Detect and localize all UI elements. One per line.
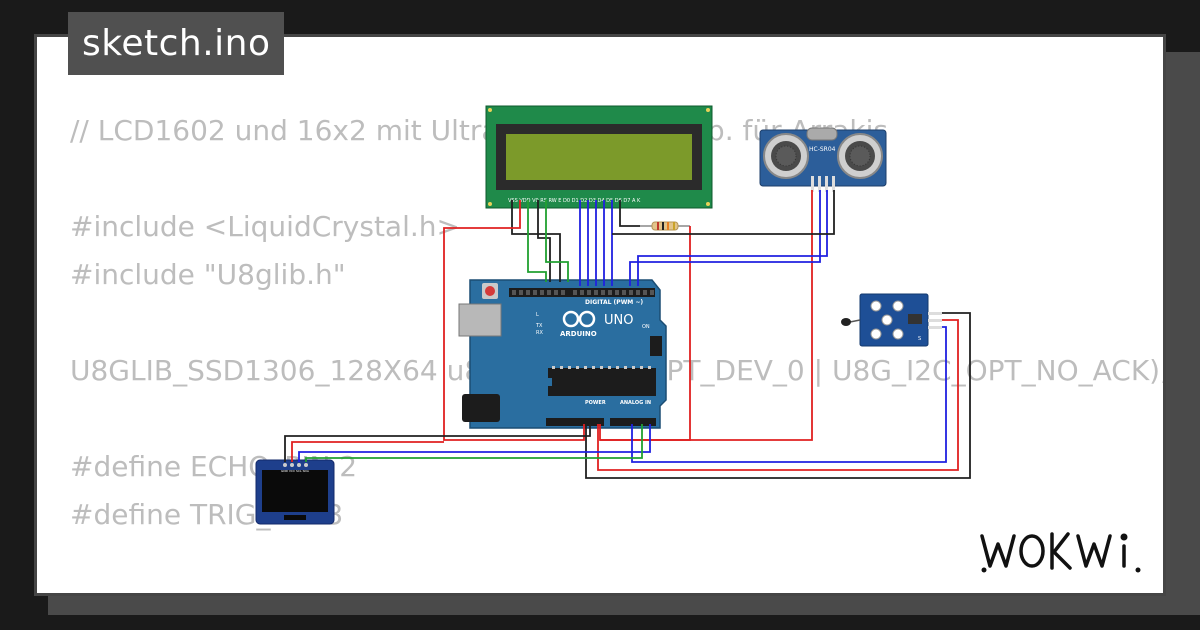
oled-display[interactable]: GND VCC SCL SDA (255, 459, 335, 525)
ntc-pin-label: S (918, 336, 921, 342)
ultrasonic-model-label: HC-SR04 (809, 146, 836, 153)
rx-led-label: RX (536, 330, 543, 336)
file-title-badge: sketch.ino (68, 12, 285, 75)
lcd-display[interactable]: VSS VDD V0 RS RW E D0 D1 D2 D3 D4 D5 D6 … (485, 105, 713, 209)
ultrasonic-sensor[interactable]: HC-SR04 (759, 127, 887, 192)
lcd-pin-labels: VSS VDD V0 RS RW E D0 D1 D2 D3 D4 D5 D6 … (508, 198, 641, 204)
digital-label: DIGITAL (PWM ~) (585, 299, 643, 306)
ntc-temperature-sensor[interactable]: S (841, 293, 942, 347)
analog-label: ANALOG IN (620, 400, 651, 406)
power-label: POWER (585, 400, 606, 406)
wires (284, 190, 971, 479)
wokwi-logo (980, 532, 1141, 573)
code-line: #include "U8glib.h" (70, 258, 346, 291)
resistor[interactable] (640, 221, 690, 231)
tx-led-label: TX (535, 323, 543, 329)
on-led-label: ON (642, 324, 650, 330)
arduino-uno-board[interactable]: DIGITAL (PWM ~) UNO ARDUINO L TX RX ON P… (458, 279, 667, 429)
arduino-brand-label: ARDUINO (560, 330, 597, 338)
oled-pin-labels: GND VCC SCL SDA (281, 469, 310, 473)
l-led-label: L (536, 312, 539, 318)
arduino-model-label: UNO (604, 313, 633, 328)
code-line: #include <LiquidCrystal.h> (70, 210, 460, 243)
